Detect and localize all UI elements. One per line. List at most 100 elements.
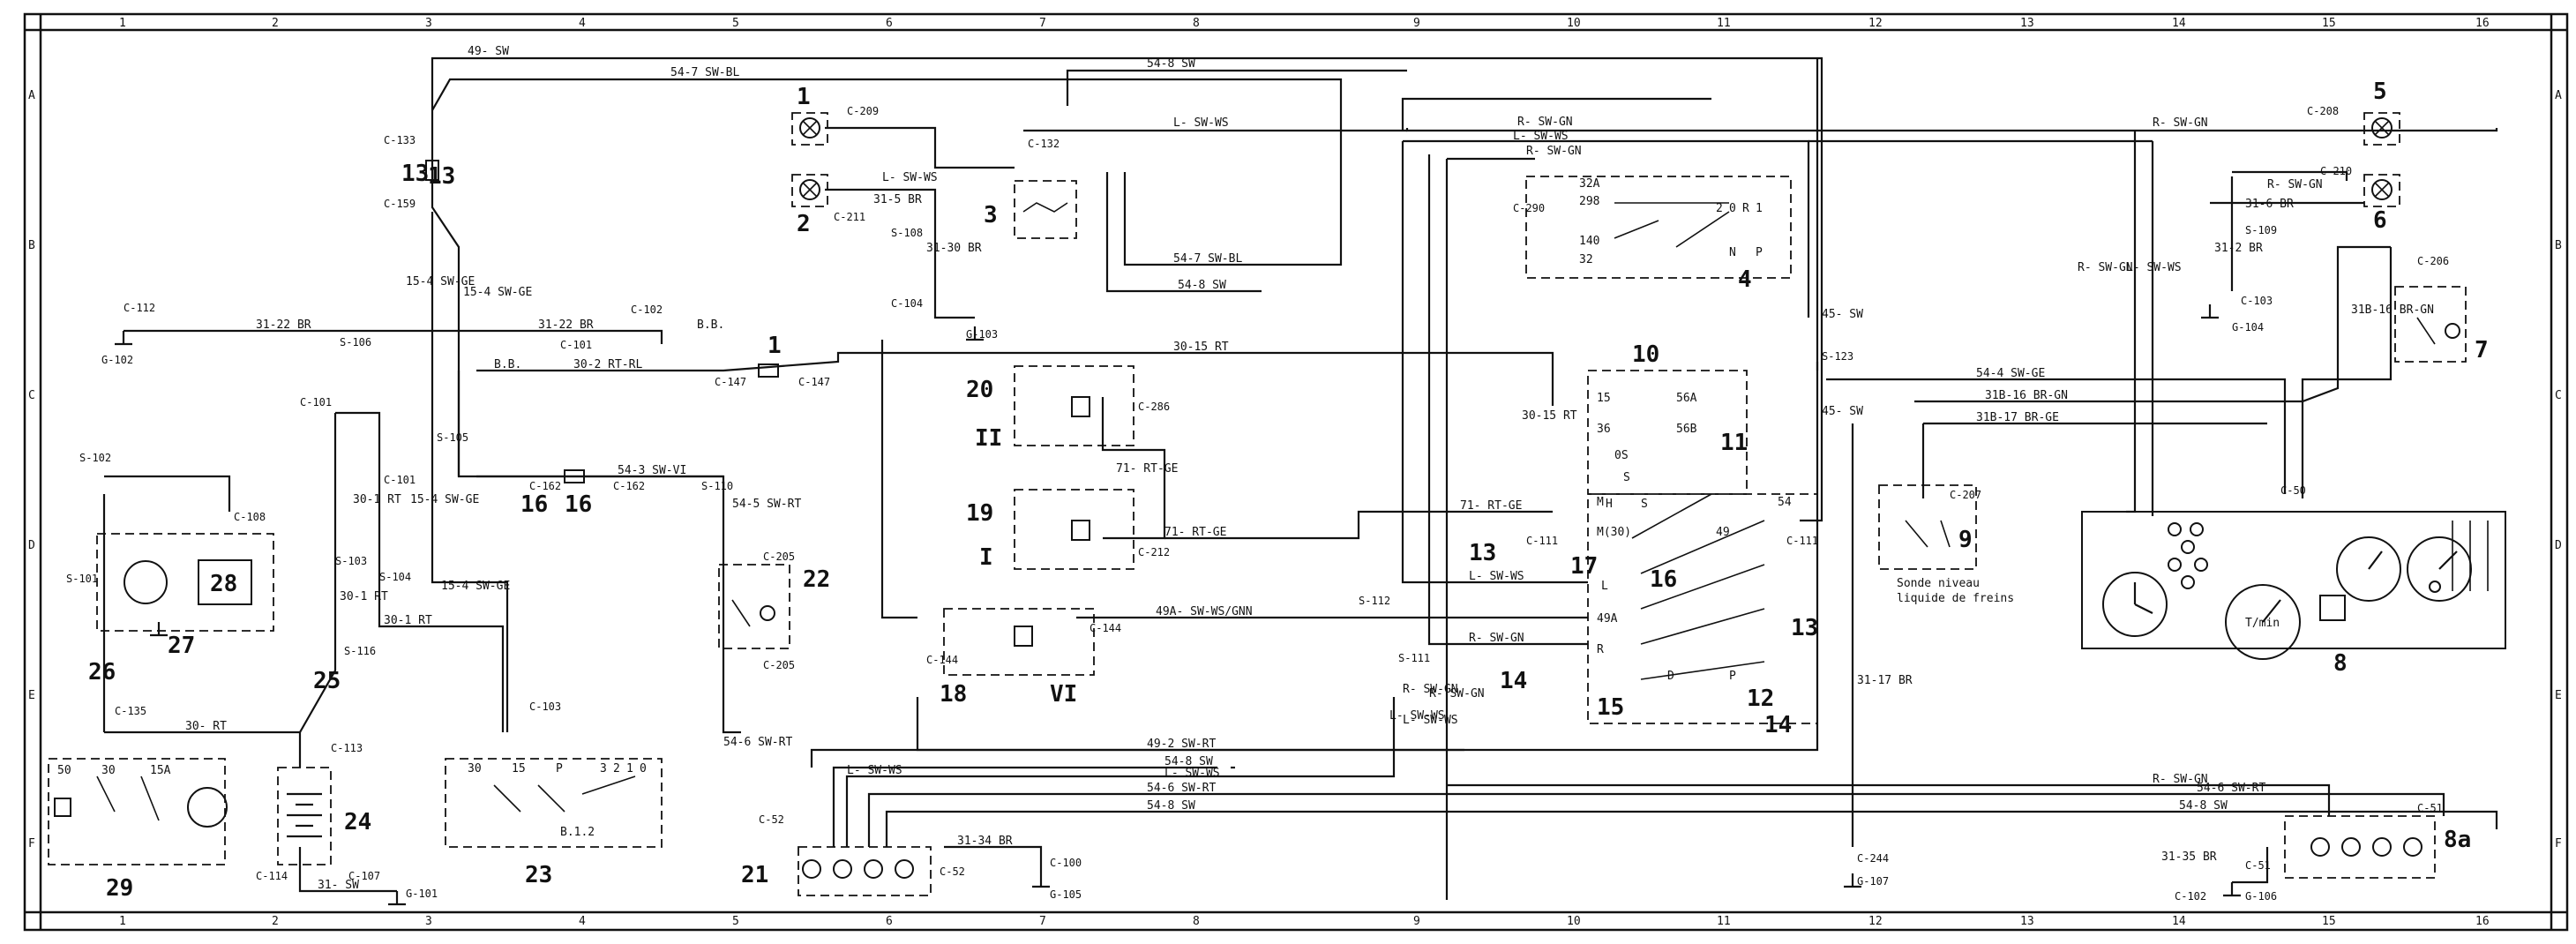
wire-l-sw-ws-mid (1401, 141, 1588, 584)
lamp-2 (799, 179, 820, 200)
connector-label: C-206 (2417, 255, 2449, 267)
grid-col-3: 3 (425, 17, 432, 30)
wiper-switch-box (445, 758, 663, 848)
wire-label: L- SW-WS (1469, 570, 1524, 583)
connector-label: C-52 (759, 813, 784, 826)
wire-label: R- SW-GN (2078, 261, 2133, 274)
tachometer (2225, 584, 2301, 660)
wire-label: 30-2 RT-RL (573, 358, 642, 371)
wire-30-rt-bottom (104, 730, 302, 768)
rear-lamps-box (2284, 815, 2436, 879)
grid-col-7-bottom: 7 (1039, 915, 1046, 928)
connector-label: C-107 (348, 870, 380, 882)
component-number-19: 19 (966, 500, 993, 527)
connector-label: S-108 (891, 227, 923, 239)
wire-label: 31-2 BR (2214, 242, 2263, 255)
wire-71-rt-ge-b (1164, 510, 1553, 540)
grid-col-15-bottom: 15 (2322, 915, 2336, 928)
component-number-28: 28 (210, 571, 237, 597)
grid-col-6: 6 (886, 17, 893, 30)
wire-label: 30-1 RT (340, 590, 388, 603)
grid-col-5-bottom: 5 (732, 915, 739, 928)
grid-row-E: E (28, 689, 35, 702)
wire-label: R- SW-GN (1526, 145, 1582, 158)
switch-label: D (1667, 670, 1674, 683)
component-number-24: 24 (344, 809, 371, 835)
connector-label: G-101 (406, 888, 438, 900)
switch-label: 56A (1676, 392, 1697, 405)
component-boxes (48, 112, 2506, 906)
component-number-13a: 13 (1469, 540, 1496, 566)
connector-labels: C-209 C-132 C-211 S-108 C-104 G-103 C-20… (66, 105, 2449, 903)
fuse-13 (425, 160, 439, 181)
connector-label: S-103 (335, 555, 367, 567)
connector-label: C-51 (2417, 802, 2443, 814)
connector-label: C-51 (2245, 859, 2271, 872)
wire-label: R- SW-GN (2153, 116, 2208, 130)
connector-label: C-104 (891, 297, 923, 310)
grid-col-11-bottom: 11 (1717, 915, 1731, 928)
wire-label: 54-6 SW-RT (723, 736, 792, 749)
connector-label: G-105 (1050, 888, 1082, 901)
wire-label: 31- SW (318, 879, 359, 892)
connector-label: S-123 (1822, 350, 1853, 363)
connector-label: S-110 (701, 480, 733, 492)
switch-label: N (1729, 246, 1736, 259)
cluster-bulbs (2168, 521, 2506, 593)
component-number-13c: 13 (428, 163, 455, 190)
wire-label: 71- RT-GE (1164, 526, 1226, 539)
grid-column-labels-top: 1 2 3 4 5 6 7 8 9 10 11 12 13 14 15 16 (119, 17, 2490, 30)
component-number-10: 10 (1632, 341, 1659, 368)
connector-label: C-162 (613, 480, 645, 492)
connector-label: C-111 (1786, 535, 1818, 547)
wire-label: 15-4 SW-GE (410, 493, 479, 506)
lamp-1 (799, 117, 820, 139)
wire-label: 31B-17 BR-GE (1976, 411, 2059, 424)
connector-label: C-102 (2175, 890, 2206, 903)
grid-col-16: 16 (2475, 17, 2490, 30)
wire-label: 30- RT (185, 720, 227, 733)
grid-row-C-right: C (2555, 389, 2562, 402)
wire-15-4-sw-ge (431, 212, 509, 732)
captions: Sonde niveau liquide de freins T/min (1897, 577, 2280, 630)
switch-label: P (556, 762, 563, 775)
grid-col-14-bottom: 14 (2172, 915, 2186, 928)
ground-symbols (115, 304, 2241, 906)
grid-col-13: 13 (2020, 17, 2034, 30)
grid-row-E-right: E (2555, 689, 2562, 702)
switch-labels: 30 15 P 3 2 1 0 50 30 15A B.1.2 2 0 R 1 … (57, 177, 1792, 839)
switch-label: 15A (150, 764, 171, 777)
gauge-b (2407, 536, 2472, 602)
switch-label: 2 (613, 762, 620, 775)
component-number-7: 7 (2475, 337, 2489, 363)
connector-label: C-52 (940, 865, 965, 878)
clock (2102, 572, 2168, 637)
grid-row-D-right: D (2555, 539, 2562, 552)
switch-label: 15 (512, 762, 526, 775)
wire-label: 31-17 BR (1857, 674, 1913, 687)
wire-49-sw (431, 56, 1823, 522)
switch-label: B.1.2 (560, 826, 595, 839)
grid-col-13-bottom: 13 (2020, 915, 2034, 928)
wire-label: 30-15 RT (1173, 341, 1229, 354)
wire-label: 71- RT-GE (1116, 462, 1178, 476)
connector-label: C-112 (124, 302, 155, 314)
wire-l-sw-ws-top (1401, 97, 1711, 131)
starter-box (48, 758, 226, 865)
switch-label: 32 (1579, 253, 1593, 266)
component-numbers: 1 2 3 4 5 6 7 8 8a 9 10 11 12 13 13 13 1… (88, 79, 2489, 902)
connector-label: C-135 (115, 705, 146, 717)
component-number-14b: 14 (1764, 712, 1792, 738)
fuse-label-1: 1 (768, 333, 782, 359)
wire-label: L- SW-WS (2126, 261, 2182, 274)
switch-label: 30 (468, 762, 482, 775)
connector-label: C-205 (763, 551, 795, 563)
rear-lamps-21-box (798, 846, 932, 896)
relay-18-box (943, 608, 1095, 676)
connector-label: C-286 (1138, 401, 1170, 413)
wire-label: 31-22 BR (256, 318, 311, 332)
brake-sensor-caption-line-1: Sonde niveau (1897, 577, 1980, 590)
connector-label: C-212 (1138, 546, 1170, 558)
grid-row-A-right: A (2555, 89, 2562, 102)
